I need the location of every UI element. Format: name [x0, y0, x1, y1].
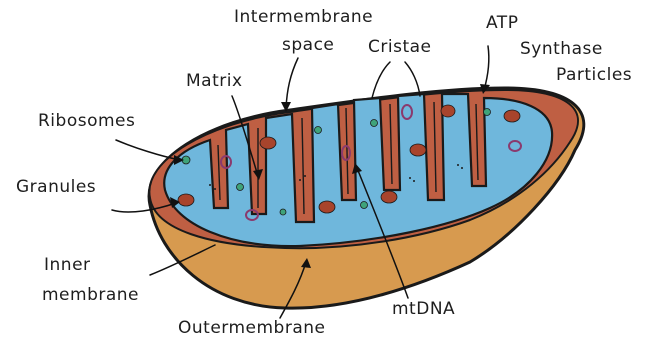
matrix-dot [461, 167, 463, 169]
label-mtdna: mtDNA [392, 299, 455, 319]
granule [178, 194, 194, 206]
label-atp-line3: Particles [556, 65, 632, 85]
granule [441, 105, 455, 117]
ribosome [237, 184, 244, 191]
label-atp-line2: Synthase [520, 39, 603, 59]
granule [504, 110, 520, 122]
label-granules: Granules [16, 177, 96, 197]
leader-atp [484, 46, 489, 90]
label-cristae: Cristae [368, 37, 431, 57]
leader-cristae-right [405, 62, 420, 96]
mitochondrion [149, 88, 584, 308]
matrix-dot [457, 164, 459, 166]
label-inner-line1: Inner [44, 255, 91, 275]
label-matrix: Matrix [186, 71, 243, 91]
ribosome [280, 209, 286, 215]
ribosome [371, 120, 378, 127]
ribosome [484, 109, 491, 116]
leader-intermembrane [286, 58, 298, 108]
ribosome [361, 202, 368, 209]
label-intermembrane-line1: Intermembrane [234, 7, 373, 27]
label-atp-line1: ATP [486, 13, 518, 33]
matrix-dot [214, 188, 216, 190]
label-outer-membrane: Outermembrane [178, 318, 325, 338]
granule [410, 144, 426, 156]
leader-cristae-left [372, 62, 390, 98]
matrix-dot [409, 177, 411, 179]
label-ribosomes: Ribosomes [38, 111, 135, 131]
matrix-dot [299, 179, 301, 181]
granule [381, 191, 397, 203]
ribosome [315, 127, 322, 134]
matrix-dot [413, 180, 415, 182]
matrix-dot [209, 184, 211, 186]
label-inner-line2: membrane [42, 285, 139, 305]
matrix-dot [304, 175, 306, 177]
granule [319, 201, 335, 213]
label-intermembrane-line2: space [282, 35, 334, 55]
granule [260, 137, 276, 149]
